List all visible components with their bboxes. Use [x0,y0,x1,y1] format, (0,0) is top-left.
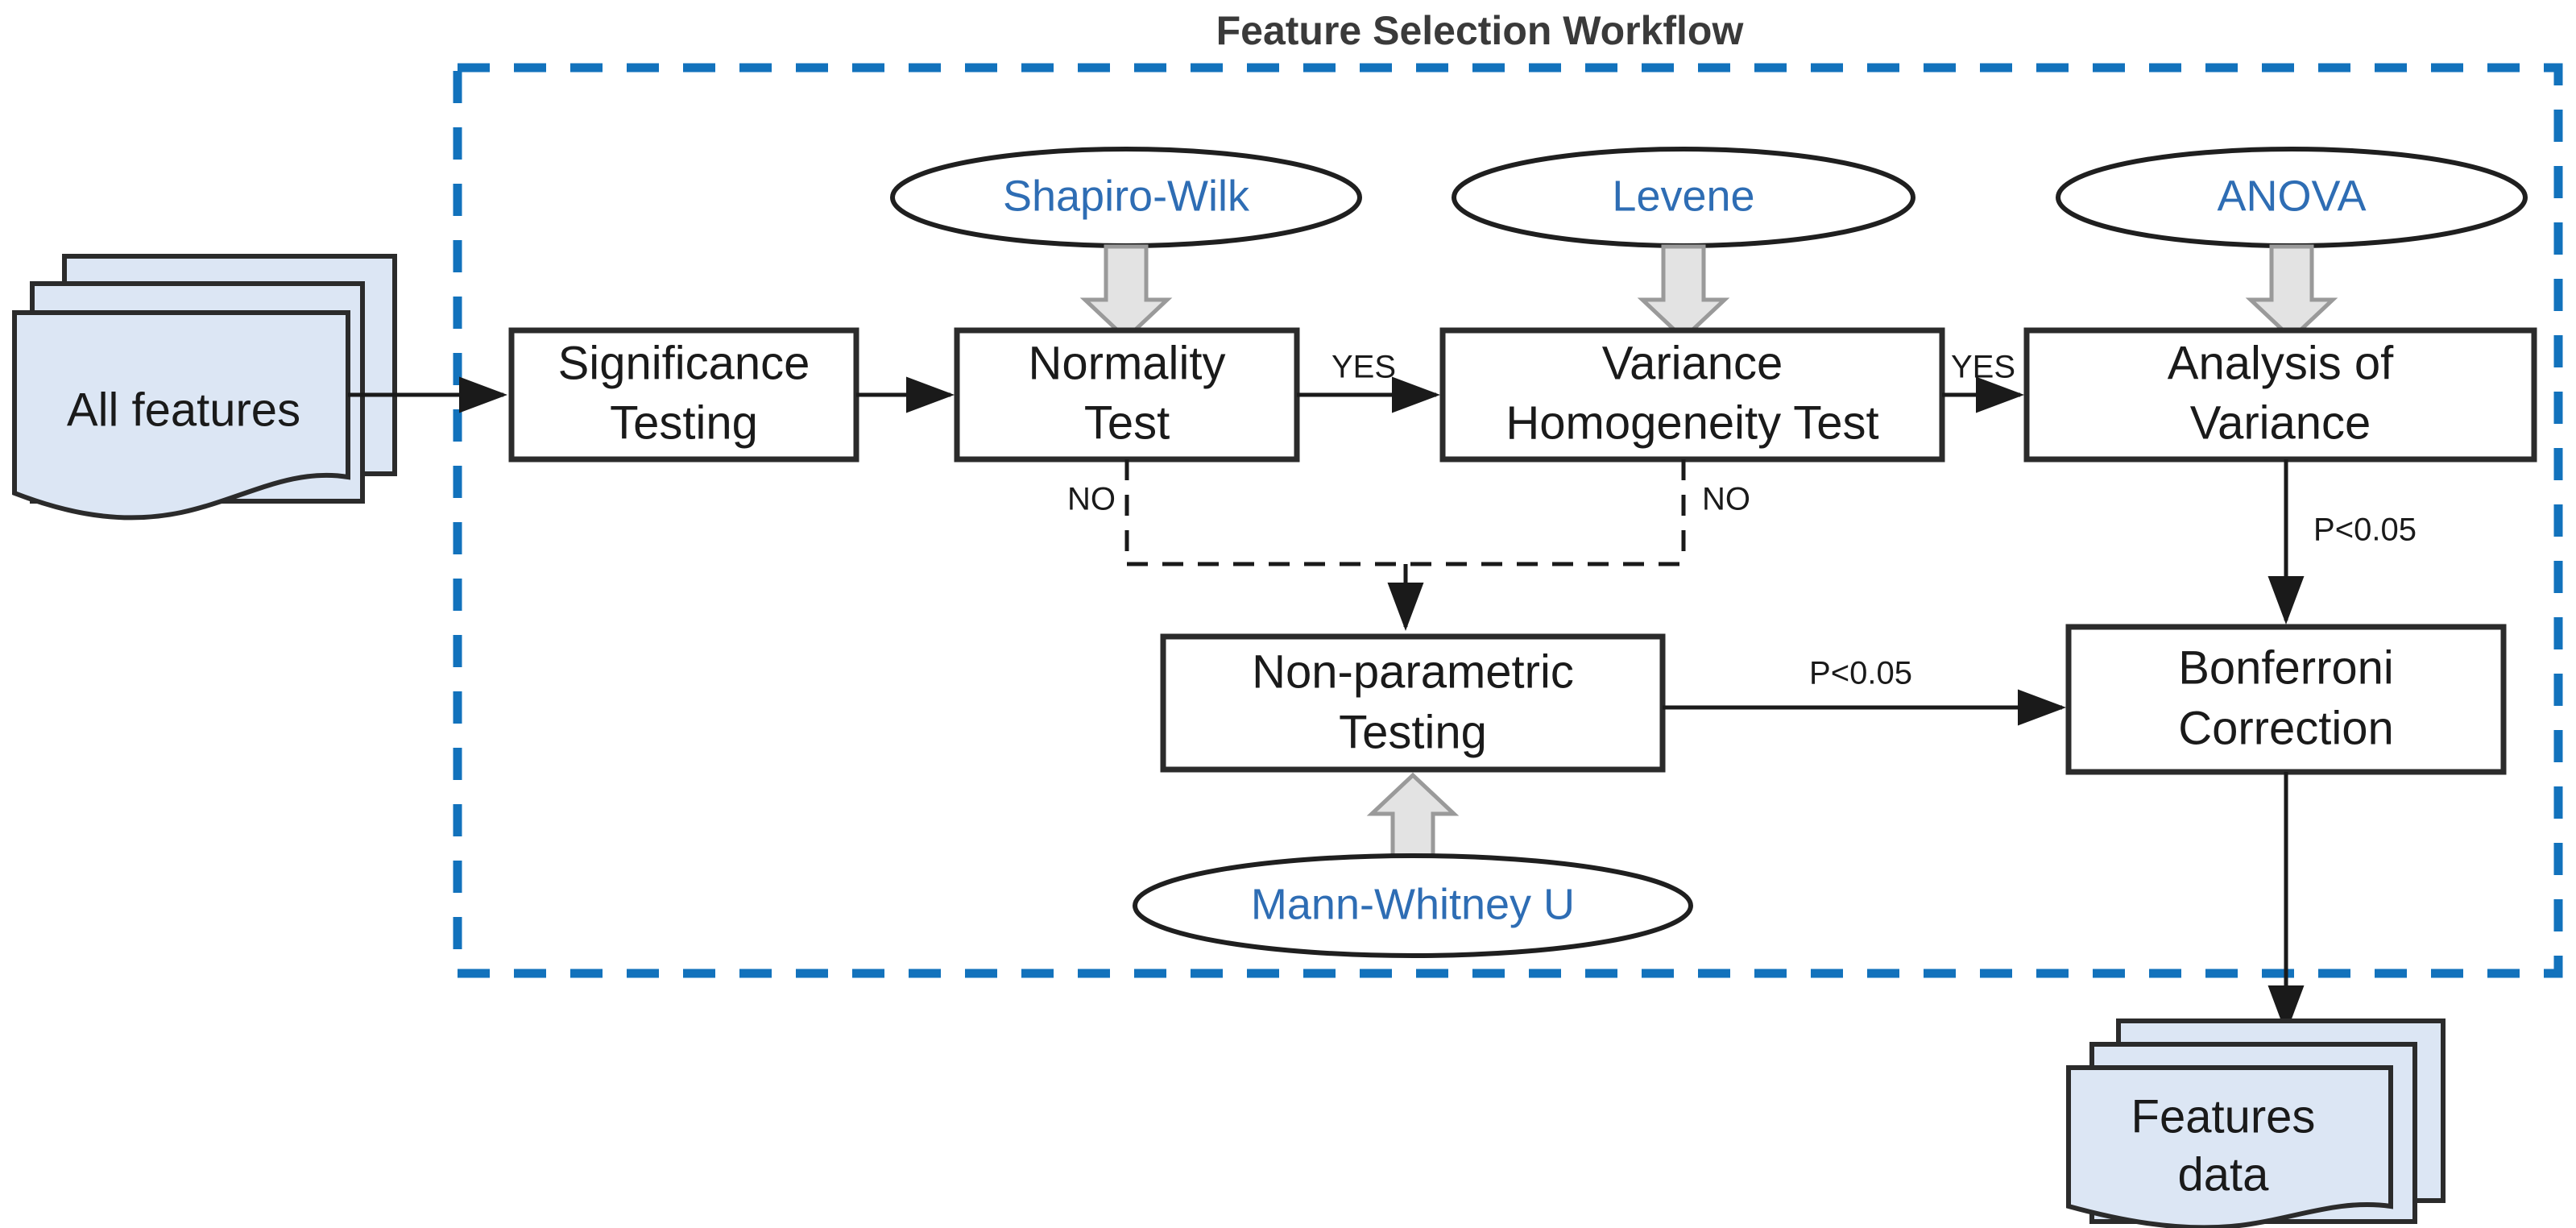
block-arrow-shapiro-to-normality [1079,244,1173,342]
output-document-features-data: Features data [2066,1018,2446,1228]
ellipse-mann-whitney-u: Mann-Whitney U [1133,853,1693,958]
analysis-of-variance-line2: Variance [2190,396,2371,449]
normality-test-line1: Normality [1029,337,1226,389]
block-arrow-mannwhitney-to-nonparam [1366,772,1460,869]
page-title: Feature Selection Workflow [1216,8,1744,53]
process-box-normality-test[interactable]: Normality Test [954,327,1300,463]
edge-label-variance-no: NO [1702,482,1750,517]
non-parametric-line2: Testing [1339,706,1487,758]
normality-test-line2: Test [1084,396,1170,449]
significance-testing-line2: Testing [610,396,758,449]
output-document-line1: Features [2131,1090,2316,1143]
ellipse-levene: Levene [1452,147,1915,248]
edge-label-nonparam-p: P<0.05 [1809,656,1912,691]
ellipse-anova: ANOVA [2056,147,2528,248]
edge-label-anova-p: P<0.05 [2313,512,2417,548]
edge-label-normality-no: NO [1067,482,1116,517]
process-box-bonferroni-correction[interactable]: Bonferroni Correction [2065,624,2507,775]
feature-selection-group-box [453,63,2563,978]
ellipse-anova-label: ANOVA [2217,172,2366,220]
process-box-non-parametric-testing[interactable]: Non-parametric Testing [1160,633,1666,773]
input-document-label: All features [67,384,300,436]
process-box-analysis-of-variance[interactable]: Analysis of Variance [2023,327,2537,463]
analysis-of-variance-line1: Analysis of [2168,337,2394,389]
edge-label-normality-yes: YES [1331,350,1396,385]
block-arrow-levene-to-variance [1637,244,1730,342]
ellipse-mann-whitney-label: Mann-Whitney U [1251,880,1575,928]
output-document-line2: data [2178,1148,2270,1201]
non-parametric-line1: Non-parametric [1252,645,1574,698]
bonferroni-line2: Correction [2178,702,2394,754]
process-box-significance-testing[interactable]: Significance Testing [508,327,859,463]
bonferroni-line1: Bonferroni [2178,641,2394,694]
edge-label-variance-yes: YES [1951,350,2015,385]
process-box-variance-homogeneity-test[interactable]: Variance Homogeneity Test [1439,327,1945,463]
ellipse-levene-label: Levene [1612,172,1754,220]
block-arrow-anova-to-aov [2245,244,2338,342]
ellipse-shapiro-wilk: Shapiro-Wilk [890,147,1362,248]
ellipse-shapiro-wilk-label: Shapiro-Wilk [1003,172,1250,220]
variance-homogeneity-line2: Homogeneity Test [1505,396,1878,449]
input-document-all-features: All features [12,254,397,521]
variance-homogeneity-line1: Variance [1602,337,1783,389]
significance-testing-line1: Significance [558,337,810,389]
